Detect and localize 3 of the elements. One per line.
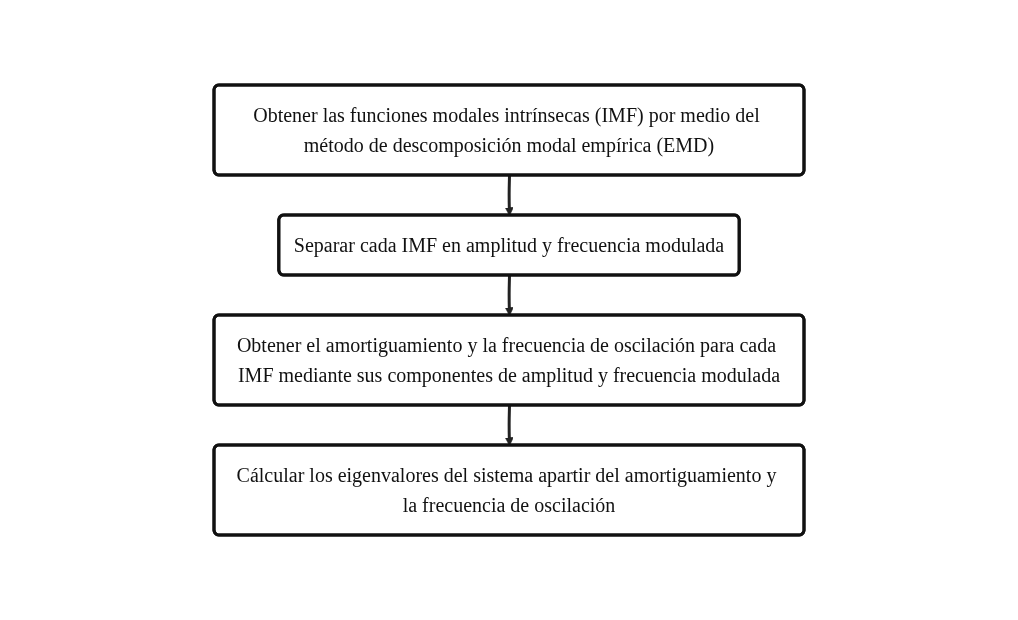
arrow bbox=[504, 275, 514, 316]
arrow bbox=[504, 175, 514, 216]
arrow bbox=[504, 405, 514, 446]
